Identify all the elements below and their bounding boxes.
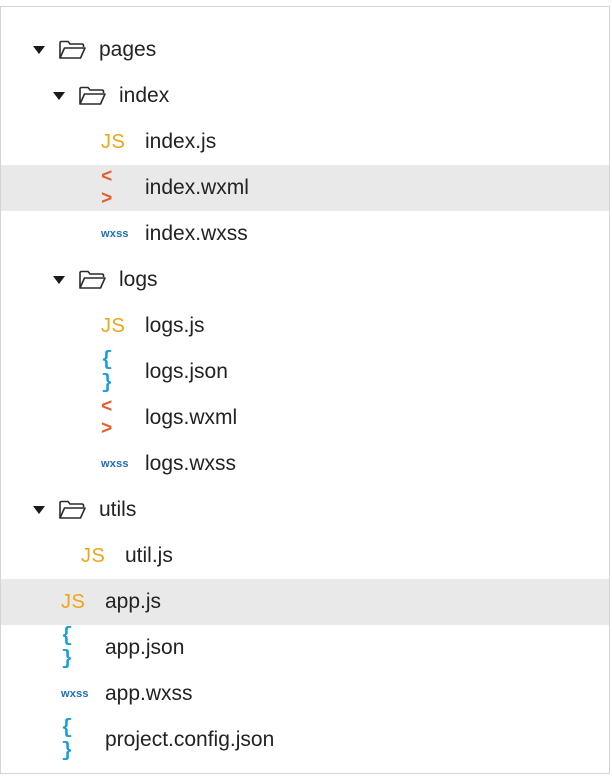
tree-file-logs-wxss[interactable]: wxss logs.wxss [1,441,609,487]
file-label: logs.js [145,314,205,337]
expand-arrow-icon[interactable] [53,90,65,102]
folder-open-icon [57,499,87,521]
tree-file-logs-json[interactable]: { } logs.json [1,349,609,395]
tree-file-logs-js[interactable]: JS logs.js [1,303,609,349]
file-label: project.config.json [105,728,275,751]
wxml-file-icon: < > [101,396,115,440]
tree-file-logs-wxml[interactable]: < > logs.wxml [1,395,609,441]
file-label: app.wxss [105,682,193,705]
tree-file-app-js[interactable]: JS app.js [1,579,609,625]
file-explorer-panel: pages index JS index.js < > index.wxml [0,6,610,774]
folder-label: utils [99,498,137,521]
file-tree: pages index JS index.js < > index.wxml [1,27,609,763]
file-label: app.json [105,636,185,659]
tree-folder-pages[interactable]: pages [1,27,609,73]
tree-folder-index[interactable]: index [1,73,609,119]
file-label: logs.wxss [145,452,237,475]
js-file-icon: JS [81,544,106,567]
json-file-icon: { } [101,349,117,395]
js-file-icon: JS [101,130,126,153]
folder-label: logs [119,268,158,291]
expand-arrow-icon[interactable] [33,504,45,516]
wxss-file-icon: wxss [61,688,89,700]
wxss-file-icon: wxss [101,458,129,470]
file-label: util.js [125,544,173,567]
tree-file-app-json[interactable]: { } app.json [1,625,609,671]
tree-folder-utils[interactable]: utils [1,487,609,533]
file-label: index.wxml [145,176,249,199]
folder-open-icon [77,85,107,107]
wxss-file-icon: wxss [101,228,129,240]
wxml-file-icon: < > [101,166,115,210]
expand-arrow-icon[interactable] [33,44,45,56]
tree-folder-logs[interactable]: logs [1,257,609,303]
json-file-icon: { } [61,717,77,763]
tree-file-index-wxml[interactable]: < > index.wxml [1,165,609,211]
tree-file-index-wxss[interactable]: wxss index.wxss [1,211,609,257]
js-file-icon: JS [101,314,126,337]
tree-file-util-js[interactable]: JS util.js [1,533,609,579]
file-label: logs.json [145,360,228,383]
file-label: app.js [105,590,162,613]
json-file-icon: { } [61,625,77,671]
tree-file-app-wxss[interactable]: wxss app.wxss [1,671,609,717]
file-label: index.wxss [145,222,248,245]
expand-arrow-icon[interactable] [53,274,65,286]
folder-label: pages [99,38,157,61]
file-label: index.js [145,130,217,153]
folder-open-icon [77,269,107,291]
folder-label: index [119,84,170,107]
folder-open-icon [57,39,87,61]
tree-file-project-config-json[interactable]: { } project.config.json [1,717,609,763]
file-label: logs.wxml [145,406,238,429]
tree-file-index-js[interactable]: JS index.js [1,119,609,165]
js-file-icon: JS [61,590,86,613]
